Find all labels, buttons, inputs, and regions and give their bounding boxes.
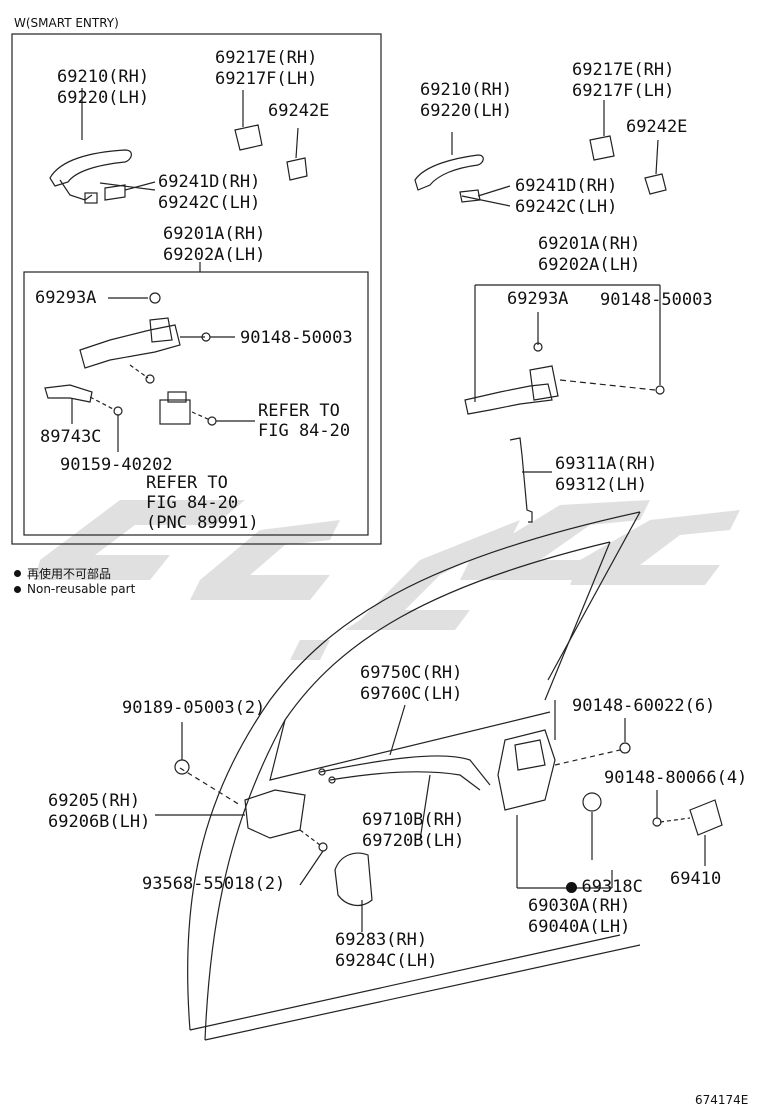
handle-cover-left (234, 124, 263, 151)
legend-cn: 再使用不可部品 (14, 565, 111, 582)
part-label: 69284C(LH) (335, 951, 438, 971)
part-label: 69210(RH) (57, 67, 150, 87)
part-label: REFER TO (146, 473, 228, 493)
part-label: 90148-60022(6) (572, 696, 716, 716)
smart-entry-box (11, 33, 382, 545)
lock-rod (509, 437, 533, 523)
inside-handle (155, 722, 328, 886)
inside-bezel (334, 852, 373, 907)
part-label: 69293A (35, 288, 97, 308)
part-label: 69283(RH) (335, 930, 428, 950)
pad-left (286, 157, 308, 181)
part-label: REFER TO (258, 401, 340, 421)
part-label: 90148-50003 (600, 290, 713, 310)
part-label: 90148-80066(4) (604, 768, 748, 788)
part-label: 69201A(RH) (163, 224, 266, 244)
part-label: FIG 84-20 (258, 421, 351, 441)
part-label: 69720B(LH) (362, 831, 465, 851)
part-label: 69293A (507, 289, 569, 309)
part-label: 69410 (670, 869, 722, 889)
part-label: 69217F(LH) (572, 81, 675, 101)
part-label: 90159-40202 (60, 455, 173, 475)
legend-en: Non-reusable part (14, 582, 135, 596)
part-label: 69217F(LH) (215, 69, 318, 89)
part-label: 90148-50003 (240, 328, 353, 348)
inner-lock-box (23, 271, 369, 536)
part-label: 69040A(LH) (528, 917, 631, 937)
outside-handle-left (49, 88, 132, 204)
part-label: 69205(RH) (48, 791, 141, 811)
striker (652, 790, 723, 866)
part-label: 69710B(RH) (362, 810, 465, 830)
part-label: 69202A(LH) (538, 255, 641, 275)
part-label: 69242E (626, 117, 688, 137)
part-label: 69241D(RH) (158, 172, 261, 192)
part-label: 69030A(RH) (528, 896, 631, 916)
part-label: 69750C(RH) (360, 663, 463, 683)
bullet-icon (14, 570, 21, 577)
frame-right (464, 284, 665, 415)
part-label: 69242C(LH) (515, 197, 618, 217)
part-label: 69202A(LH) (163, 245, 266, 265)
outside-handle-right (414, 100, 667, 207)
part-label: 89743C (40, 427, 102, 447)
door-lock-assembly (497, 700, 631, 889)
frame-left (79, 292, 235, 384)
bullet-icon (14, 585, 21, 593)
door-outline (186, 511, 641, 1041)
part-label: 69242E (268, 101, 330, 121)
smart-entry-title: W(SMART ENTRY) (14, 16, 119, 30)
part-label: 69220(LH) (420, 101, 513, 121)
part-label: (PNC 89991) (146, 513, 259, 533)
part-label: 69217E(RH) (572, 60, 675, 80)
part-label: FIG 84-20 (146, 493, 239, 513)
cables (318, 704, 491, 841)
part-label: 93568-55018(2) (142, 874, 286, 894)
part-label: 69217E(RH) (215, 48, 318, 68)
door-lock-motor-ref (159, 391, 255, 426)
bullet-icon (566, 881, 578, 893)
non-reusable-part-label: 69318C (546, 857, 643, 897)
part-label: 69312(LH) (555, 475, 648, 495)
part-label: 69210(RH) (420, 80, 513, 100)
part-label: 69242C(LH) (158, 193, 261, 213)
part-label: 69311A(RH) (555, 454, 658, 474)
part-label: 69241D(RH) (515, 176, 618, 196)
part-label: 69760C(LH) (360, 684, 463, 704)
part-label: 90189-05003(2) (122, 698, 266, 718)
part-label: 69206B(LH) (48, 812, 151, 832)
part-label: 69201A(RH) (538, 234, 641, 254)
diagram-id: 674174E (695, 1093, 749, 1107)
lever-89743c (44, 384, 123, 452)
part-label: 69220(LH) (57, 88, 150, 108)
